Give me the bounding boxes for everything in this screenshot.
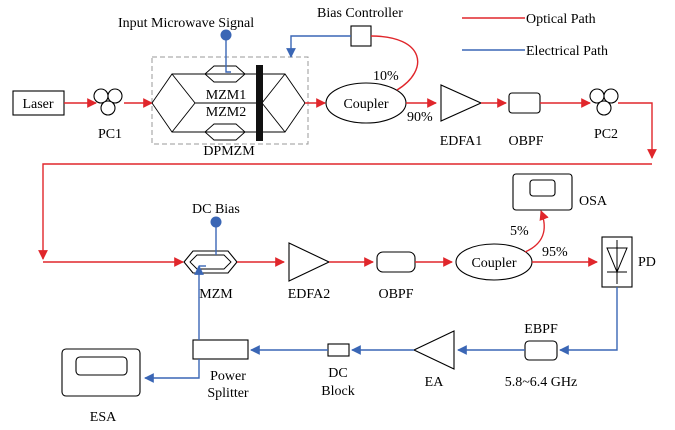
dc-bias-label: DC Bias [192,202,240,217]
power-splitter-box [192,339,249,360]
ebpf-box [524,340,558,361]
ebpf-range-label: 5.8~6.4 GHz [505,375,578,390]
pc2-icon [589,88,619,116]
path-wrap-down [618,102,657,159]
ea-triangle [412,330,455,370]
obpf1-box [508,92,541,114]
path-input-signal [225,40,231,73]
laser-label: Laser [22,97,53,112]
mzm-label: MZM [199,287,233,302]
bias-controller-box [350,25,372,47]
path-wrap-return [38,163,652,260]
esa-screen [75,356,128,376]
path-pd-ebpf [559,287,618,355]
osa-label: OSA [579,194,608,209]
mzm2-label: MZM2 [206,105,246,120]
legend-electrical-label: Electrical Path [526,44,608,59]
path-coupler2-osa [524,210,549,253]
esa-label: ESA [90,410,117,425]
pc1-icon [93,88,123,116]
path-splitter-esa [144,359,200,383]
legend-optical-label: Optical Path [526,12,596,27]
pd-label: PD [638,255,656,270]
input-signal-label: Input Microwave Signal [118,16,254,31]
dc-bias-node [210,216,222,228]
photodiode-icon [606,240,628,284]
mzm1-label: MZM1 [206,88,246,103]
dc-block-box [327,343,350,357]
obpf2-box [376,251,416,273]
pc2-label: PC2 [594,127,618,142]
bias-controller-label: Bias Controller [317,6,403,21]
obpf1-label: OBPF [508,134,543,149]
dc-block-label-1: DC [328,366,347,381]
ratio-90-label: 90% [407,110,433,125]
coupler1-label: Coupler [343,97,388,112]
ratio-10-label: 10% [373,69,399,84]
edfa1-triangle [440,84,483,122]
path-coupler1-bias [370,35,419,91]
dpmzm-waveguide [151,65,306,141]
path-bias-controller-dpmzm [286,35,351,58]
ratio-5-label: 5% [510,224,529,239]
dpmzm-enclosure [151,56,309,145]
dpmzm-label: DPMZM [203,144,255,159]
mzm-body [183,250,238,274]
coupler2-label: Coupler [471,256,516,271]
dc-block-label-2: Block [321,384,354,399]
edfa2-label: EDFA2 [288,287,331,302]
ebpf-label: EBPF [524,322,558,337]
ratio-95-label: 95% [542,245,568,260]
input-signal-node [220,29,232,41]
phase-shifter-bar [256,65,263,141]
power-splitter-label-1: Power [210,369,246,384]
osa-screen [529,179,556,197]
edfa2-triangle [288,242,331,282]
edfa1-label: EDFA1 [440,134,483,149]
pc1-label: PC1 [98,127,122,142]
obpf2-label: OBPF [378,287,413,302]
power-splitter-label-2: Splitter [207,386,249,401]
ea-label: EA [425,375,445,390]
legend: Optical Path Electrical Path [462,12,608,59]
